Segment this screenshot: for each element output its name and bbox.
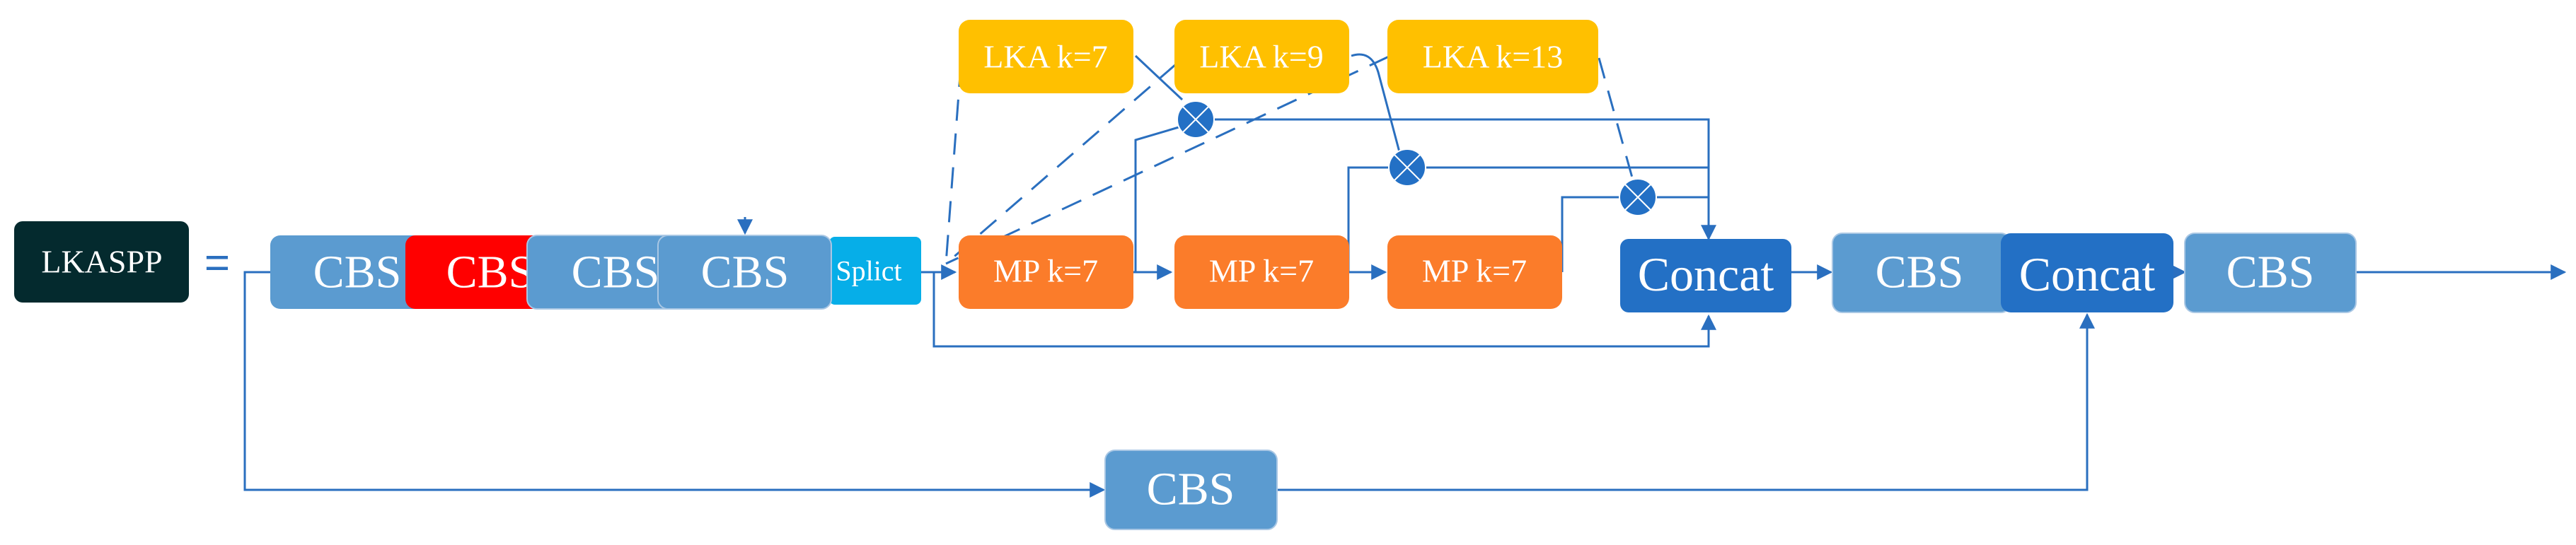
lka2-to-mult2	[1351, 53, 1401, 153]
shortcut-to-bottom-cbs	[243, 271, 1106, 498]
multiply-icon	[1388, 148, 1426, 187]
cbs-block-bottom-label: CBS	[1147, 464, 1235, 515]
cbs-block-6-label: CBS	[2226, 247, 2315, 298]
multiply-nodes	[1177, 100, 1657, 216]
lka1-to-mult1	[1134, 54, 1184, 101]
cbs-block-1	[270, 235, 426, 309]
cbs-block-4	[657, 235, 832, 310]
mult1-to-concat1	[1213, 118, 1716, 241]
lka-block-1-label: LKA k=7	[983, 39, 1107, 75]
splict-block-label: Splict	[836, 255, 901, 287]
cbs-block-2	[405, 235, 561, 309]
multiply-icon	[1619, 178, 1657, 216]
lkaspp-label: LKASPP	[14, 221, 189, 303]
equals-sign: =	[204, 239, 230, 288]
bypass-to-concat1	[932, 272, 1716, 348]
lka-block-1	[959, 20, 1133, 93]
cbs-block-3-label: CBS	[572, 247, 660, 298]
lka-blocks: LKA k=7 LKA k=9 LKA k=13	[959, 20, 1598, 93]
lkaspp-text: LKASPP	[41, 244, 162, 280]
concat-block-1-label: Concat	[1638, 247, 1774, 301]
mp3-to-mult3	[1561, 196, 1622, 272]
multiply-icon	[1177, 100, 1215, 139]
concat-block-2	[2001, 233, 2173, 312]
lkaspp-box	[14, 221, 189, 303]
lka-block-3-label: LKA k=13	[1423, 39, 1563, 75]
dashed-lka2	[945, 63, 1177, 265]
lka-block-3	[1387, 20, 1598, 93]
concat-block-2-label: Concat	[2019, 247, 2156, 301]
mp-block-1-label: MP k=7	[993, 253, 1098, 289]
dashed-lka1	[945, 65, 962, 264]
cbs-block-4-label: CBS	[701, 247, 790, 298]
cbs-block-6	[2184, 233, 2357, 313]
lka-block-2-label: LKA k=9	[1199, 39, 1323, 75]
output-chain: Concat CBS Concat CBS	[1620, 233, 2357, 313]
splict-block	[829, 237, 921, 305]
mp-block-2-label: MP k=7	[1209, 253, 1314, 289]
cbs-block-2-label: CBS	[446, 247, 535, 298]
dashed-lka3-to-mult3	[1598, 57, 1636, 186]
mp-block-1	[959, 235, 1133, 309]
connectors	[243, 53, 2567, 498]
mp-block-2	[1174, 235, 1349, 309]
cbs-block-1-label: CBS	[313, 247, 402, 298]
cbs-block-5-label: CBS	[1876, 247, 1964, 298]
mp-block-3-label: MP k=7	[1422, 253, 1527, 289]
lka-block-2	[1174, 20, 1349, 93]
mp2-to-mult2	[1347, 166, 1393, 272]
mp1-to-mult1	[1134, 126, 1179, 272]
concat-block-1	[1620, 239, 1791, 312]
cbs-block-bottom	[1104, 450, 1278, 530]
cbs-chain: CBS CBS CBS Splict CBS	[270, 235, 921, 310]
mp-block-3	[1387, 235, 1562, 309]
mp-blocks: MP k=7 MP k=7 MP k=7	[959, 235, 1562, 309]
bottom-cbs-to-concat2	[1277, 312, 2095, 491]
